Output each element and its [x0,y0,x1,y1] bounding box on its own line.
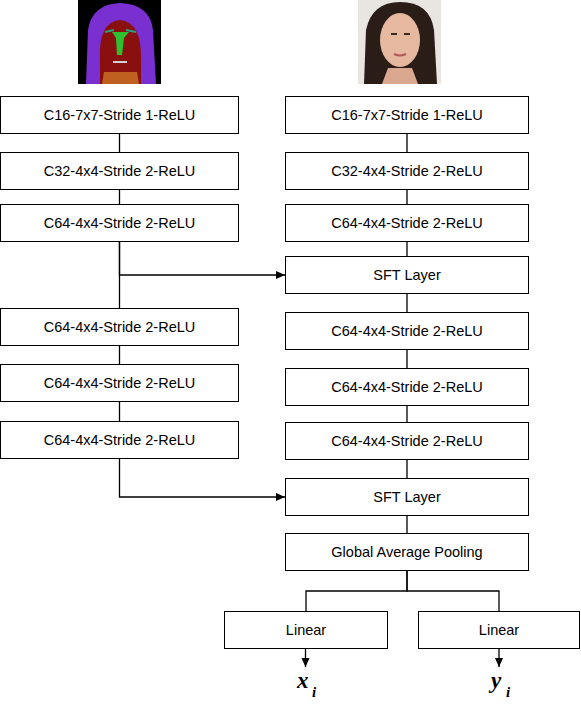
connector-line [406,516,407,533]
connector-line [119,346,120,364]
connector-line [120,242,286,275]
output-arrows [306,648,500,667]
connector-line [119,190,120,204]
output-subscript: i [312,684,316,701]
connector-line [120,459,286,497]
layer-label: SFT Layer [373,489,440,505]
connector-line [406,460,407,478]
layer-label: C64-4x4-Stride 2-ReLU [331,433,483,449]
layer-box: C64-4x4-Stride 2-ReLU [285,312,529,350]
connector-line [306,571,407,611]
connector-line [406,406,407,422]
layer-box: C64-4x4-Stride 2-ReLU [285,204,529,242]
connector-line [406,134,407,152]
layer-box: C64-4x4-Stride 2-ReLU [0,308,239,346]
layer-label: C16-7x7-Stride 1-ReLU [331,107,483,123]
layer-label: C64-4x4-Stride 2-ReLU [44,432,196,448]
connector-line [406,242,407,256]
layer-label: C64-4x4-Stride 2-ReLU [44,319,196,335]
connector-line [406,294,407,312]
layer-label: Global Average Pooling [331,544,482,560]
connector-line [407,571,499,611]
layer-box: C64-4x4-Stride 2-ReLU [0,364,239,402]
layer-box: C16-7x7-Stride 1-ReLU [285,96,529,134]
layer-label: C64-4x4-Stride 2-ReLU [331,323,483,339]
layer-box: C32-4x4-Stride 2-ReLU [285,152,529,190]
layer-box: C64-4x4-Stride 2-ReLU [285,422,529,460]
layer-box: Linear [418,611,580,649]
layer-label: C32-4x4-Stride 2-ReLU [331,163,483,179]
layer-box: SFT Layer [285,256,529,294]
face-photo [358,0,441,84]
layer-box: Linear [224,611,388,649]
connector-line [406,190,407,204]
layer-box: Global Average Pooling [285,533,529,571]
output-subscript: i [506,684,510,701]
layer-label: C32-4x4-Stride 2-ReLU [44,163,196,179]
layer-box: SFT Layer [285,478,529,516]
layer-box: C32-4x4-Stride 2-ReLU [0,152,239,190]
layer-label: C64-4x4-Stride 2-ReLU [331,215,483,231]
layer-box: C64-4x4-Stride 2-ReLU [0,421,239,459]
layer-label: SFT Layer [373,267,440,283]
connector-line [406,350,407,368]
connector-line [119,402,120,421]
layer-label: C64-4x4-Stride 2-ReLU [331,379,483,395]
layer-label: C64-4x4-Stride 2-ReLU [44,215,196,231]
layer-label: C16-7x7-Stride 1-ReLU [44,107,196,123]
layer-label: Linear [479,622,519,638]
output-symbol: x [297,668,309,694]
layer-box: C16-7x7-Stride 1-ReLU [0,96,239,134]
layer-box: C64-4x4-Stride 2-ReLU [285,368,529,406]
layer-label: Linear [286,622,326,638]
connector-line [119,134,120,152]
output-symbol: y [491,668,501,694]
layer-label: C64-4x4-Stride 2-ReLU [44,375,196,391]
parsing-map-image [78,0,161,84]
layer-box: C64-4x4-Stride 2-ReLU [0,204,239,242]
